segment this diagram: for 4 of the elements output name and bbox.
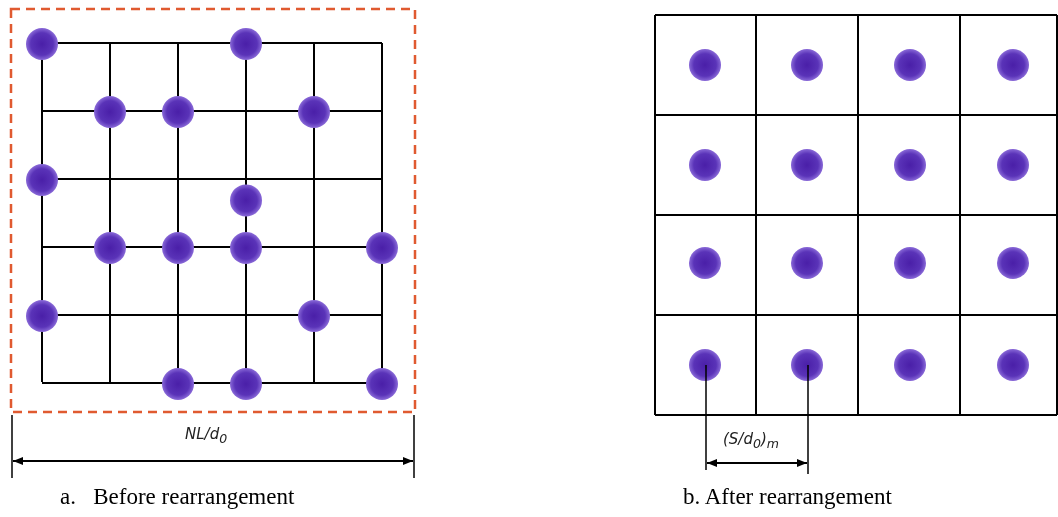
caption: a. Before rearrangement bbox=[60, 484, 295, 510]
dimension-label: NL/d$_{0}$ bbox=[185, 425, 228, 446]
dimension-label: (S/d$_{0}$)$_{m}$ bbox=[723, 430, 779, 451]
caption: b. After rearrangement bbox=[683, 484, 892, 510]
